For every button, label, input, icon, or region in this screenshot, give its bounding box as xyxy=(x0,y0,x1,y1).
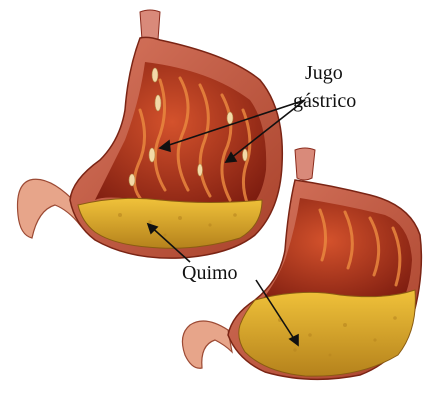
esophagus-2 xyxy=(295,148,315,180)
chyme-2 xyxy=(239,290,416,376)
stomach-1 xyxy=(18,10,283,258)
duodenum-2 xyxy=(182,321,232,368)
label-gastric-juice-line1: Jugo xyxy=(305,62,343,84)
duodenum-1 xyxy=(18,179,81,238)
label-chyme: Quimo xyxy=(182,262,238,284)
label-gastric-juice-line2: gástrico xyxy=(293,90,356,112)
